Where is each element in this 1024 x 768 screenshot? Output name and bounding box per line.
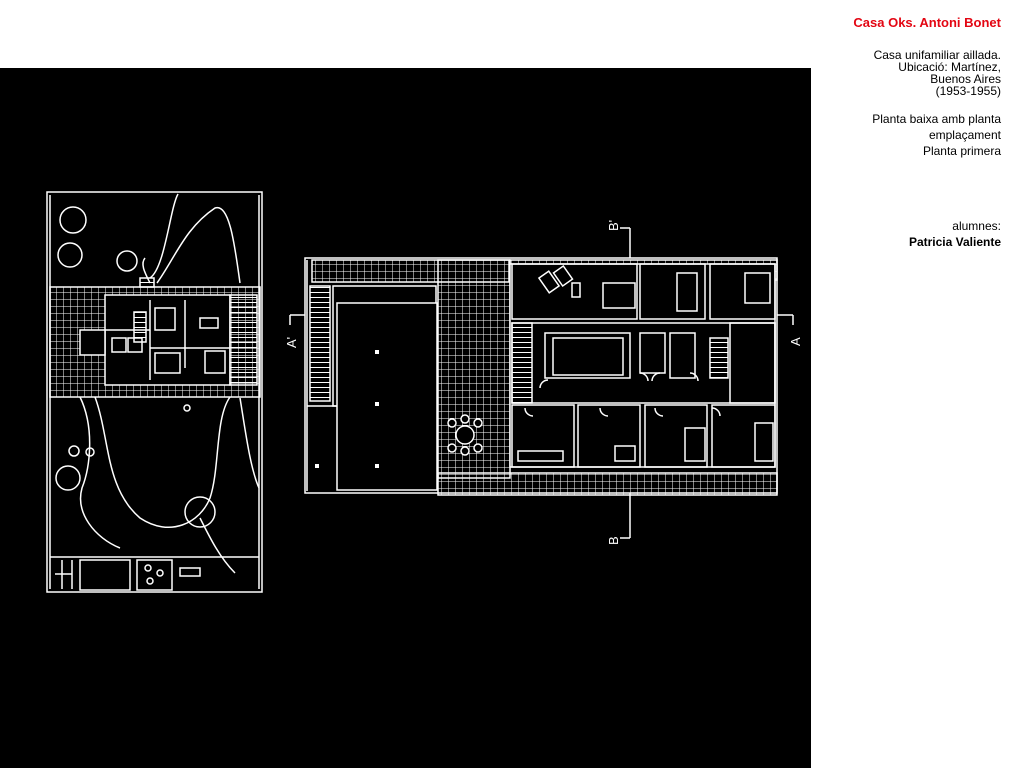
description-line-2: Ubicació: Martínez, (898, 60, 1001, 74)
stair-hatch (309, 285, 331, 402)
section-label-b: B (606, 536, 621, 545)
description-line-1: Casa unifamiliar aillada. (873, 48, 1001, 62)
students-label: alumnes: (952, 219, 1001, 233)
section-label-a: A (788, 337, 803, 346)
first-floor-plan (289, 227, 794, 539)
description-line-3: Buenos Aires (930, 72, 1001, 86)
drawing-line-3: Planta primera (922, 144, 1001, 158)
project-title: Casa Oks. Antoni Bonet (853, 15, 1001, 30)
floor-plan-drawing: B' B A' A (0, 68, 811, 768)
info-panel: Casa Oks. Antoni Bonet Casa unifamiliar … (801, 15, 1001, 250)
site-plan (46, 191, 263, 593)
description-line-4: (1953-1955) (935, 84, 1001, 98)
drawing-line-1: Planta baixa amb planta (872, 112, 1001, 126)
site-boundary (46, 191, 263, 593)
student-name: Patricia Valiente (908, 235, 1001, 249)
roof-grid-bottom (437, 472, 778, 496)
plan-svg: B' B A' A (46, 191, 803, 593)
drawing-line-2: emplaçament (928, 128, 1001, 142)
section-label-b-prime: B' (606, 220, 621, 231)
section-label-a-prime: A' (284, 337, 299, 348)
